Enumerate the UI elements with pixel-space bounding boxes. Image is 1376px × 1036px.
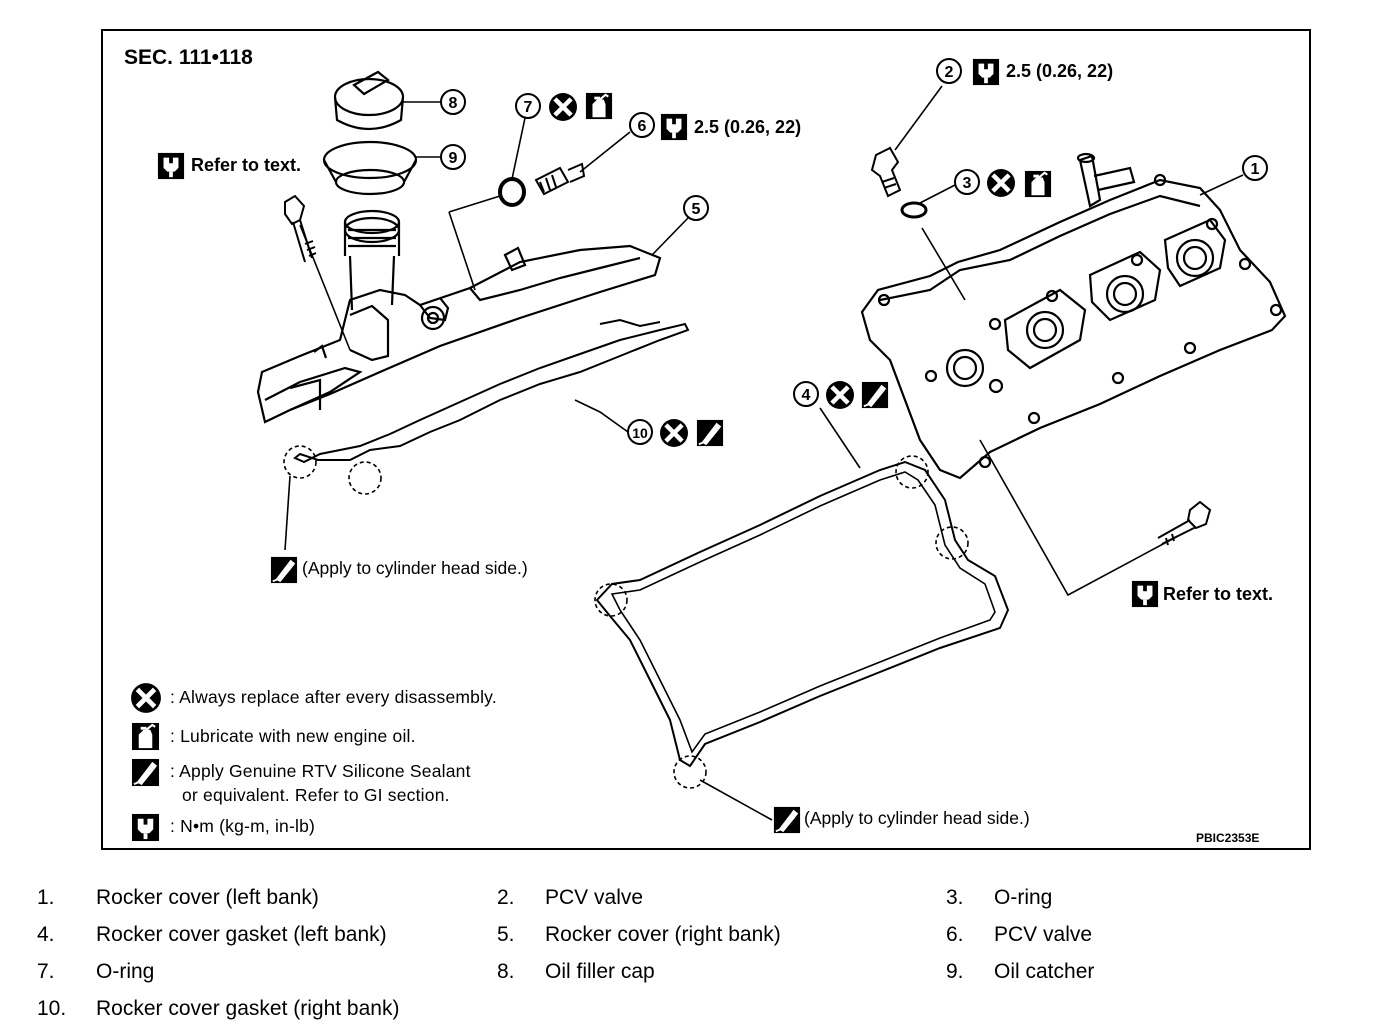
part-name: PCV valve	[545, 886, 644, 909]
gasket-right-bank	[293, 322, 690, 464]
part-number: 6.	[946, 923, 964, 946]
bolt-right	[1157, 500, 1212, 546]
part-number: 9.	[946, 960, 964, 983]
legend-sealant-icon	[131, 758, 160, 787]
refer-to-text-left: Refer to text.	[191, 155, 302, 175]
oil-can-icon	[1024, 170, 1052, 198]
gasket-left-bank	[595, 460, 1010, 768]
part-number: 7.	[37, 960, 55, 983]
legend-replace-icon	[131, 683, 161, 713]
replace-icon	[549, 93, 577, 121]
pcv-valve-left	[534, 162, 586, 196]
part-name: PCV valve	[994, 923, 1093, 946]
torque-icon	[972, 58, 1000, 86]
legend-torque-units: : N•m (kg-m, in-lb)	[170, 816, 316, 836]
balloon-10: 10	[632, 425, 648, 441]
part-number: 5.	[497, 923, 515, 946]
balloon-numbers: 8 9 7 6 5 10 2 3 1 4	[449, 64, 1260, 441]
part-name: Rocker cover gasket (left bank)	[96, 923, 387, 946]
sealant-icon	[861, 381, 889, 409]
part-number: 4.	[37, 923, 55, 946]
leader-lines	[284, 85, 1244, 821]
torque-spec-pcv-left: 2.5 (0.26, 22)	[694, 117, 802, 137]
part-number: 2.	[497, 886, 515, 909]
balloon-2: 2	[945, 64, 954, 81]
part-name: Oil catcher	[994, 960, 1095, 983]
balloon-3: 3	[963, 175, 972, 192]
part-name: Rocker cover gasket (right bank)	[96, 997, 400, 1020]
rocker-cover-left-bank	[860, 152, 1287, 480]
part-name: O-ring	[96, 960, 155, 983]
legend-sealant: : Apply Genuine RTV Silicone Sealant	[170, 761, 471, 781]
part-name: Rocker cover (right bank)	[545, 923, 781, 946]
pcv-valve-right	[870, 146, 902, 198]
oil-filler-cap	[333, 70, 405, 130]
sealant-icon	[270, 556, 298, 584]
part-number: 8.	[497, 960, 515, 983]
balloon-7: 7	[524, 99, 533, 116]
torque-icon	[1131, 580, 1159, 608]
refer-to-text-right: Refer to text.	[1163, 584, 1274, 604]
oil-catcher	[322, 140, 418, 196]
sealant-icon	[696, 419, 724, 447]
balloon-4: 4	[802, 387, 811, 404]
oil-can-icon	[585, 92, 613, 120]
callout-balloons	[440, 58, 1268, 445]
part-name: O-ring	[994, 886, 1053, 909]
balloon-8: 8	[449, 95, 458, 112]
apply-note-left: (Apply to cylinder head side.)	[302, 558, 528, 578]
oil-filler-neck	[343, 209, 401, 311]
balloon-6: 6	[638, 118, 647, 135]
section-title: SEC. 111•118	[124, 46, 253, 69]
o-ring-right	[900, 201, 928, 219]
legend-sealant-cont: or equivalent. Refer to GI section.	[182, 785, 450, 805]
legend-lubricate: : Lubricate with new engine oil.	[170, 726, 416, 746]
part-number: 10.	[37, 997, 67, 1020]
replace-icon	[660, 419, 688, 447]
rocker-cover-right-bank	[256, 244, 662, 424]
replace-icon	[826, 381, 854, 409]
part-number: 3.	[946, 886, 964, 909]
balloon-1: 1	[1251, 161, 1260, 178]
figure-code: PBIC2353E	[1196, 831, 1260, 845]
torque-spec-pcv-right: 2.5 (0.26, 22)	[1006, 61, 1114, 81]
sealant-icon	[773, 806, 801, 834]
o-ring-left	[498, 177, 526, 207]
apply-note-right: (Apply to cylinder head side.)	[804, 808, 1030, 828]
legend-oil-can-icon	[131, 722, 160, 751]
part-name: Oil filler cap	[545, 960, 655, 983]
legend-replace: : Always replace after every disassembly…	[170, 687, 497, 707]
torque-icon	[157, 152, 185, 180]
replace-icon	[987, 169, 1015, 197]
balloon-5: 5	[692, 201, 701, 218]
exploded-view-drawing: 8 9 7 6 5 10 2 3 1 4	[0, 58, 1287, 842]
part-name: Rocker cover (left bank)	[96, 886, 319, 909]
torque-icon	[660, 113, 688, 141]
balloon-9: 9	[449, 150, 458, 167]
part-number: 1.	[37, 886, 55, 909]
diagram-frame	[101, 29, 1311, 850]
legend-torque-icon	[131, 813, 160, 842]
